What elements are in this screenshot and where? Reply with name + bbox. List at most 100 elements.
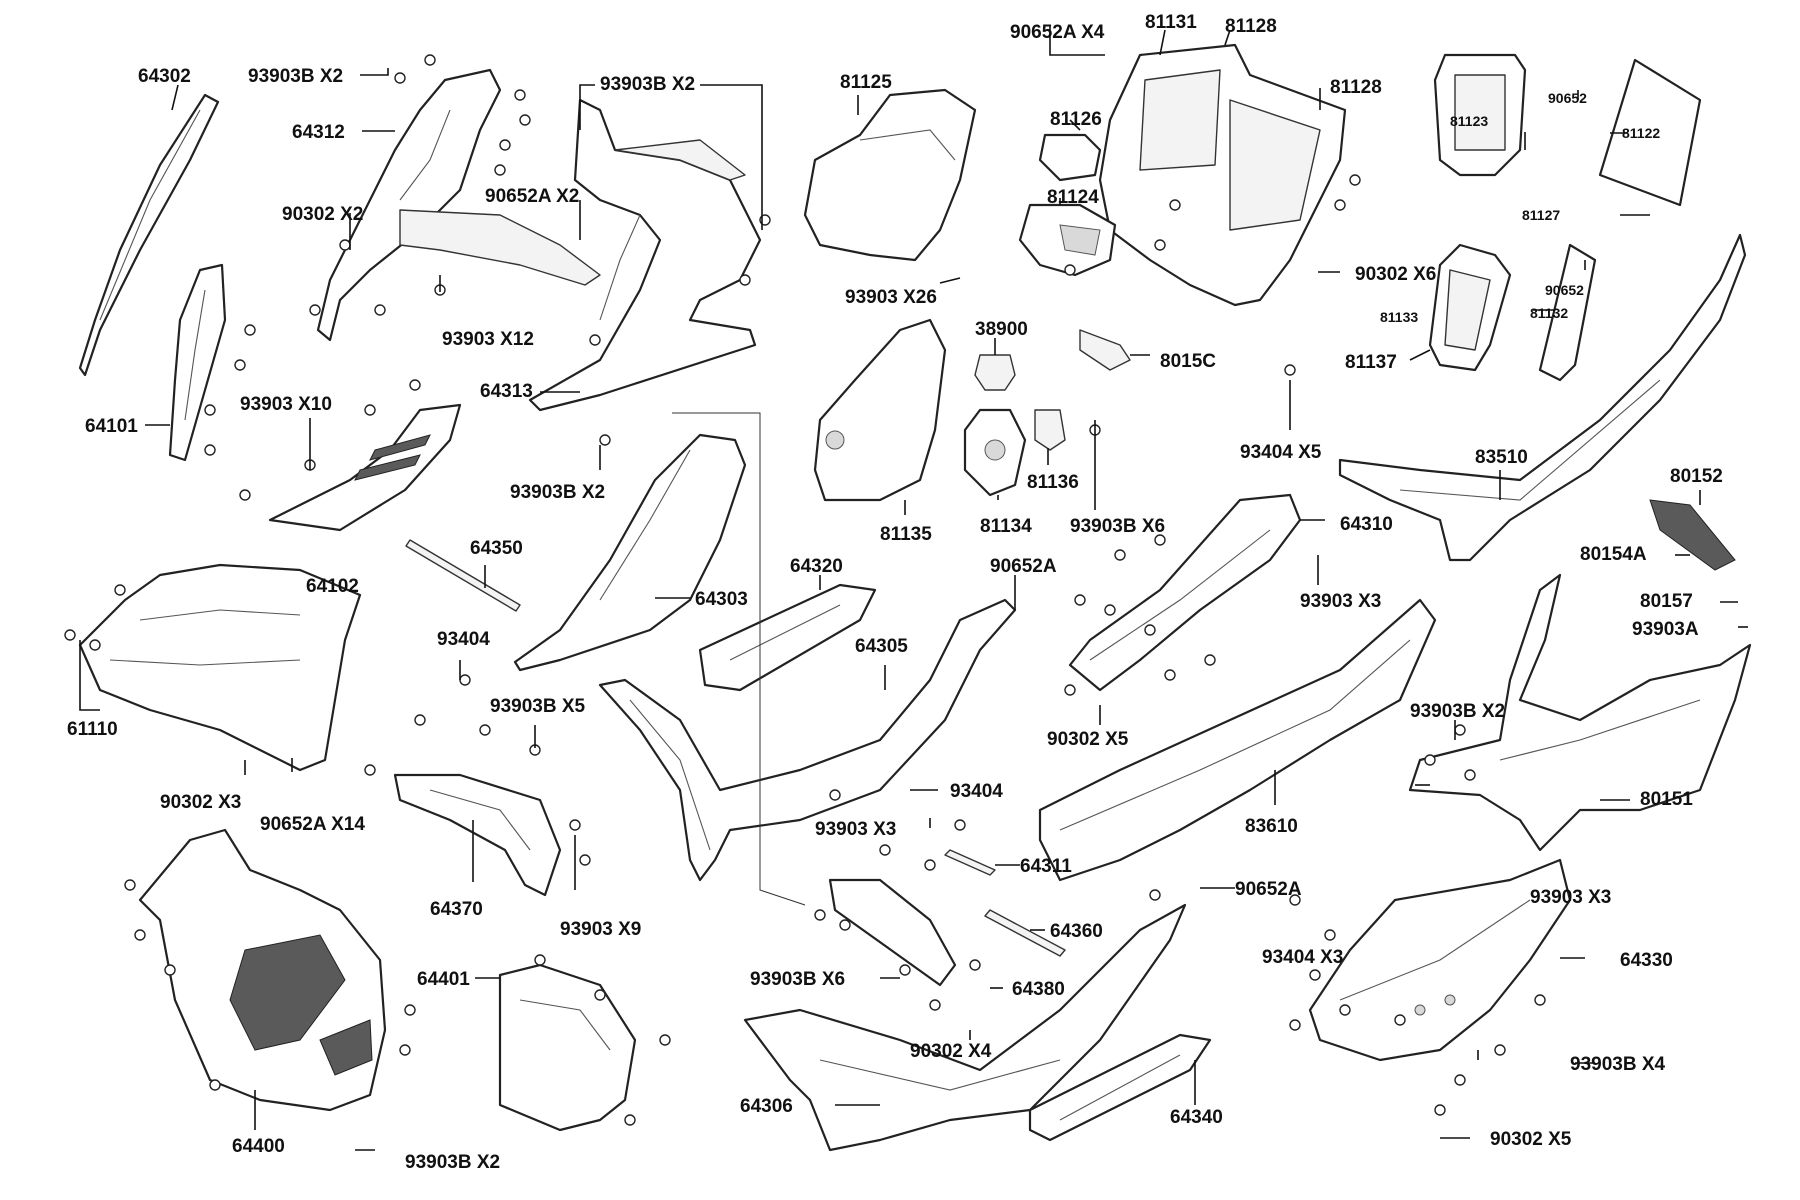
part-64401 <box>498 963 637 1132</box>
part-64102 <box>268 403 462 532</box>
screw-icon <box>89 639 101 651</box>
label-90302-x2: 90302 X2 <box>282 204 363 225</box>
part-81134 <box>963 408 1027 497</box>
label-81137: 81137 <box>1345 352 1397 373</box>
label-64310: 64310 <box>1340 514 1393 535</box>
label-81126: 81126 <box>1050 109 1102 130</box>
screw-icon <box>1309 969 1321 981</box>
part-81124 <box>1018 203 1117 277</box>
screw-icon <box>494 164 506 176</box>
screw-icon <box>579 854 591 866</box>
screw-icon <box>1104 604 1116 616</box>
screw-icon <box>899 964 911 976</box>
label-61110: 61110 <box>67 719 118 740</box>
part-81131 <box>1098 43 1347 307</box>
label-90652a-x4: 90652A X4 <box>1010 22 1105 43</box>
label-93903-x26: 93903 X26 <box>845 287 937 308</box>
screw-icon <box>1454 1074 1466 1086</box>
label-83610: 83610 <box>1245 816 1298 837</box>
part-81136 <box>1034 409 1066 451</box>
screw-icon <box>479 724 491 736</box>
label-93903-x10: 93903 X10 <box>240 394 332 415</box>
label-38900: 38900 <box>975 319 1028 340</box>
part-64370 <box>393 773 562 897</box>
part-8015C <box>1079 329 1131 371</box>
screw-icon <box>1424 754 1436 766</box>
label-90652a-a: 90652A <box>990 556 1057 577</box>
screw-icon <box>814 909 826 921</box>
screw-icon <box>364 764 376 776</box>
screw-icon <box>124 879 136 891</box>
label-81125: 81125 <box>840 72 892 93</box>
label-64302: 64302 <box>138 66 191 87</box>
label-93404-b: 93404 <box>950 781 1003 802</box>
label-80152: 80152 <box>1670 466 1723 487</box>
part-83510 <box>1338 233 1747 562</box>
label-80154a: 80154A <box>1580 544 1647 565</box>
screw-icon <box>409 379 421 391</box>
screw-icon <box>414 714 426 726</box>
screw-icon <box>1064 684 1076 696</box>
label-93903b-x2-a: 93903B X2 <box>248 66 343 87</box>
part-83610 <box>1038 598 1437 882</box>
label-64340: 64340 <box>1170 1107 1223 1128</box>
part-64330 <box>1308 858 1572 1062</box>
label-93903b-x2-b: 93903B X2 <box>600 74 695 95</box>
part-80151 <box>1408 573 1752 852</box>
part-64302 <box>78 93 220 377</box>
screw-icon <box>839 919 851 931</box>
screw-icon <box>1149 889 1161 901</box>
label-90302-x5-b: 90302 X5 <box>1490 1129 1572 1150</box>
part-81123 <box>1433 53 1527 177</box>
screw-icon <box>209 1079 221 1091</box>
label-90652a-x2: 90652A X2 <box>485 186 579 207</box>
part-81133 <box>1428 243 1512 372</box>
screw-icon <box>879 844 891 856</box>
label-81136: 81136 <box>1027 472 1079 493</box>
part-64303 <box>513 433 747 672</box>
label-80157: 80157 <box>1640 591 1693 612</box>
screw-icon <box>1324 929 1336 941</box>
screw-icon <box>1534 994 1546 1006</box>
label-81131: 81131 <box>1145 12 1197 33</box>
label-80151: 80151 <box>1640 789 1693 810</box>
screw-icon <box>569 819 581 831</box>
screw-icon <box>399 1044 411 1056</box>
screw-icon <box>309 304 321 316</box>
label-93404-x3: 93404 X3 <box>1262 947 1343 968</box>
label-64313: 64313 <box>480 381 533 402</box>
screw-icon <box>1394 1014 1406 1026</box>
screw-icon <box>1284 364 1296 376</box>
screw-icon <box>1064 264 1076 276</box>
label-93903b-x5: 93903B X5 <box>490 696 586 717</box>
label-64303: 64303 <box>695 589 748 610</box>
part-81132 <box>1538 243 1597 382</box>
label-81124: 81124 <box>1047 187 1099 208</box>
screw-icon <box>64 629 76 641</box>
screw-icon <box>424 54 436 66</box>
part-64340 <box>1028 1033 1212 1142</box>
part-64380 <box>828 878 957 987</box>
screw-icon <box>829 789 841 801</box>
label-81128-a: 81128 <box>1225 16 1277 37</box>
screw-icon <box>404 1004 416 1016</box>
label-81123: 81123 <box>1450 113 1488 129</box>
label-93903-x3-b: 93903 X3 <box>815 819 896 840</box>
screw-icon <box>1154 239 1166 251</box>
label-93903-x9: 93903 X9 <box>560 919 641 940</box>
label-64311: 64311 <box>1020 856 1072 877</box>
label-64401: 64401 <box>417 969 470 990</box>
screw-icon <box>459 674 471 686</box>
label-81133: 81133 <box>1380 309 1418 325</box>
label-64360: 64360 <box>1050 921 1103 942</box>
part-64311 <box>944 849 996 876</box>
label-93903b-x6-a: 93903B X6 <box>1070 516 1165 537</box>
part-64350 <box>405 539 521 612</box>
label-90302-x6: 90302 X6 <box>1355 264 1436 285</box>
label-90302-x4: 90302 X4 <box>910 1041 992 1062</box>
part-38900 <box>974 354 1016 391</box>
label-64305: 64305 <box>855 636 908 657</box>
screw-icon <box>234 359 246 371</box>
label-64102: 64102 <box>306 576 359 597</box>
label-81122: 81122 <box>1622 125 1660 141</box>
